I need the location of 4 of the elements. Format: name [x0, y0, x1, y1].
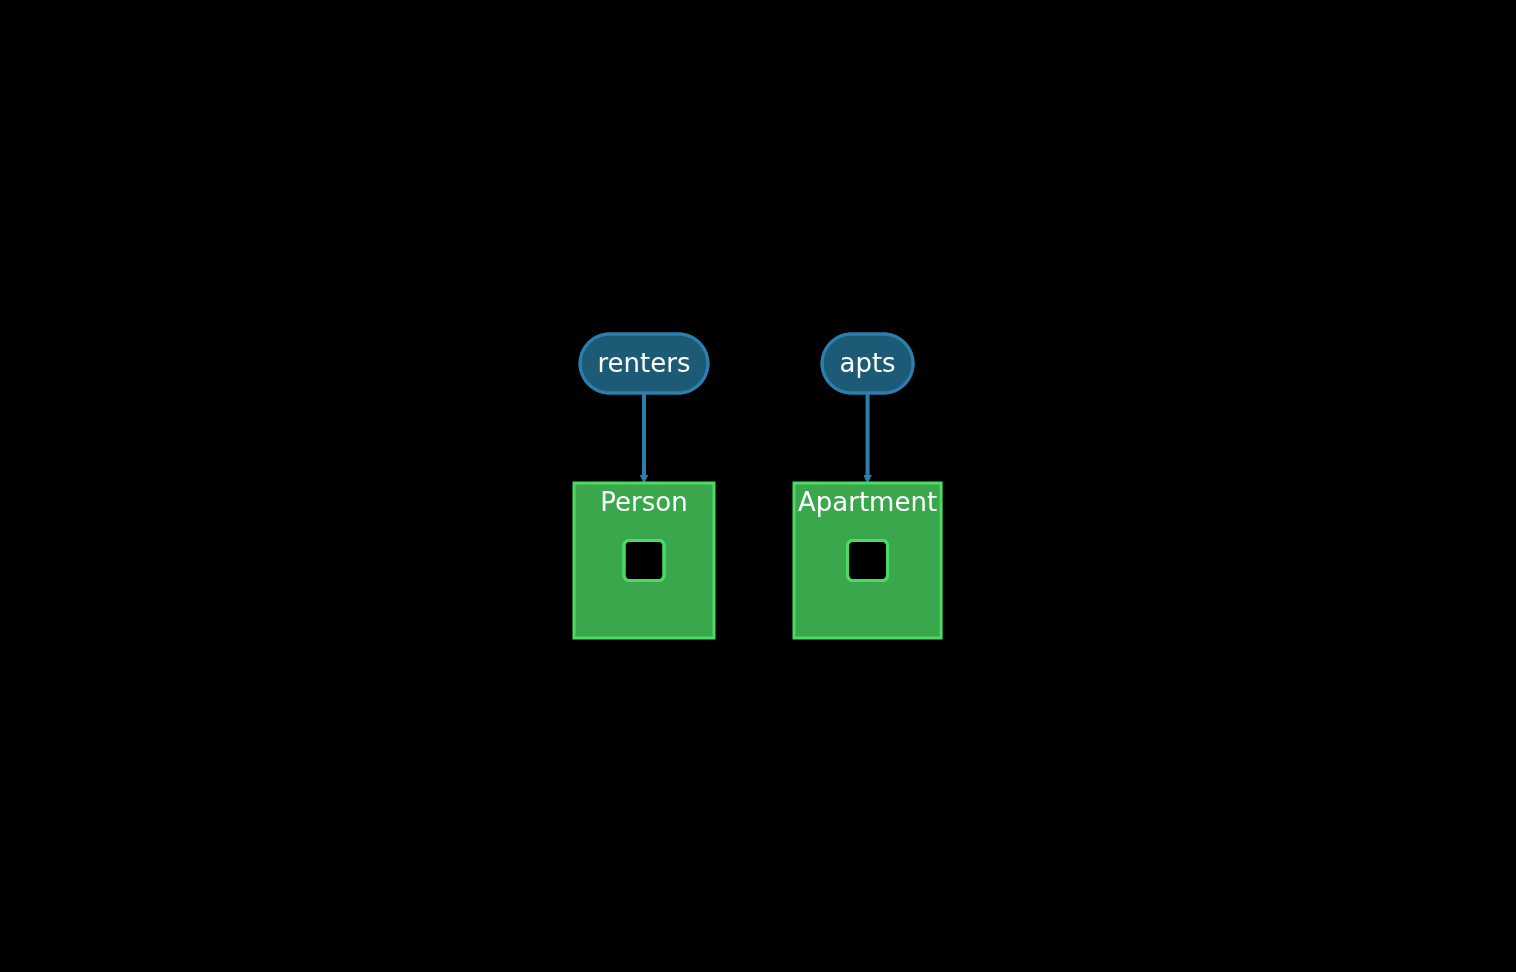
- cluster: Person: [572, 481, 716, 640]
- cluster: Apartment: [792, 481, 944, 640]
- arrow: [863, 393, 873, 484]
- arrow: [640, 393, 649, 484]
